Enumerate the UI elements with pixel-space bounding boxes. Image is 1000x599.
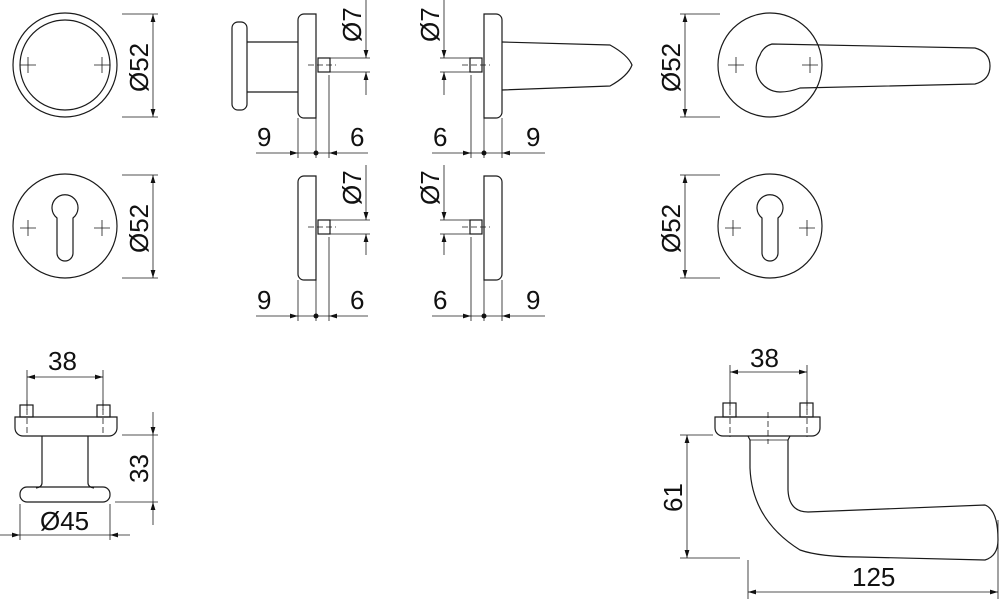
offset-9-label: 9 bbox=[257, 285, 271, 315]
keyhole-rose-front-view-right: Ø52 bbox=[656, 173, 823, 279]
lever-projection-label: 61 bbox=[658, 483, 688, 512]
offset-9-label: 9 bbox=[257, 122, 271, 152]
screw-spacing-label: 38 bbox=[48, 346, 77, 376]
offset-6-label: 6 bbox=[433, 285, 447, 315]
lever-length-label: 125 bbox=[852, 562, 895, 592]
spindle-diameter-label: Ø7 bbox=[415, 170, 445, 205]
knob-projection-label: 33 bbox=[124, 454, 154, 483]
round-rose-front-view: Ø52 bbox=[12, 12, 158, 118]
offset-9-label: 9 bbox=[526, 285, 540, 315]
rose-diameter-label: Ø52 bbox=[656, 43, 686, 92]
knob-top-view: 38 33 Ø45 bbox=[0, 346, 158, 540]
offset-6-label: 6 bbox=[350, 122, 364, 152]
offset-9-label: 9 bbox=[526, 122, 540, 152]
keyhole-rose-diameter-label: Ø52 bbox=[124, 204, 154, 253]
lever-top-view: 38 61 125 bbox=[658, 343, 999, 599]
lever-rose-front-view: Ø52 bbox=[656, 12, 991, 118]
knob-diameter-label: Ø45 bbox=[40, 506, 89, 536]
offset-6-label: 6 bbox=[433, 122, 447, 152]
spindle-diameter-label: Ø7 bbox=[337, 7, 367, 42]
rose-diameter-label: Ø52 bbox=[656, 204, 686, 253]
offset-6-label: 6 bbox=[350, 285, 364, 315]
spindle-diameter-label: Ø7 bbox=[415, 7, 445, 42]
lever-side-view: Ø7 6 9 bbox=[415, 0, 633, 158]
knob-side-view: Ø7 9 6 bbox=[231, 0, 370, 158]
rose-side-view-right: Ø7 6 9 bbox=[415, 165, 545, 321]
screw-spacing-label: 38 bbox=[750, 343, 779, 373]
rose-diameter-label: Ø52 bbox=[124, 43, 154, 92]
rose-side-view-left: Ø7 9 6 bbox=[256, 165, 370, 321]
keyhole-rose-front-view: Ø52 bbox=[12, 173, 158, 279]
spindle-diameter-label: Ø7 bbox=[337, 170, 367, 205]
